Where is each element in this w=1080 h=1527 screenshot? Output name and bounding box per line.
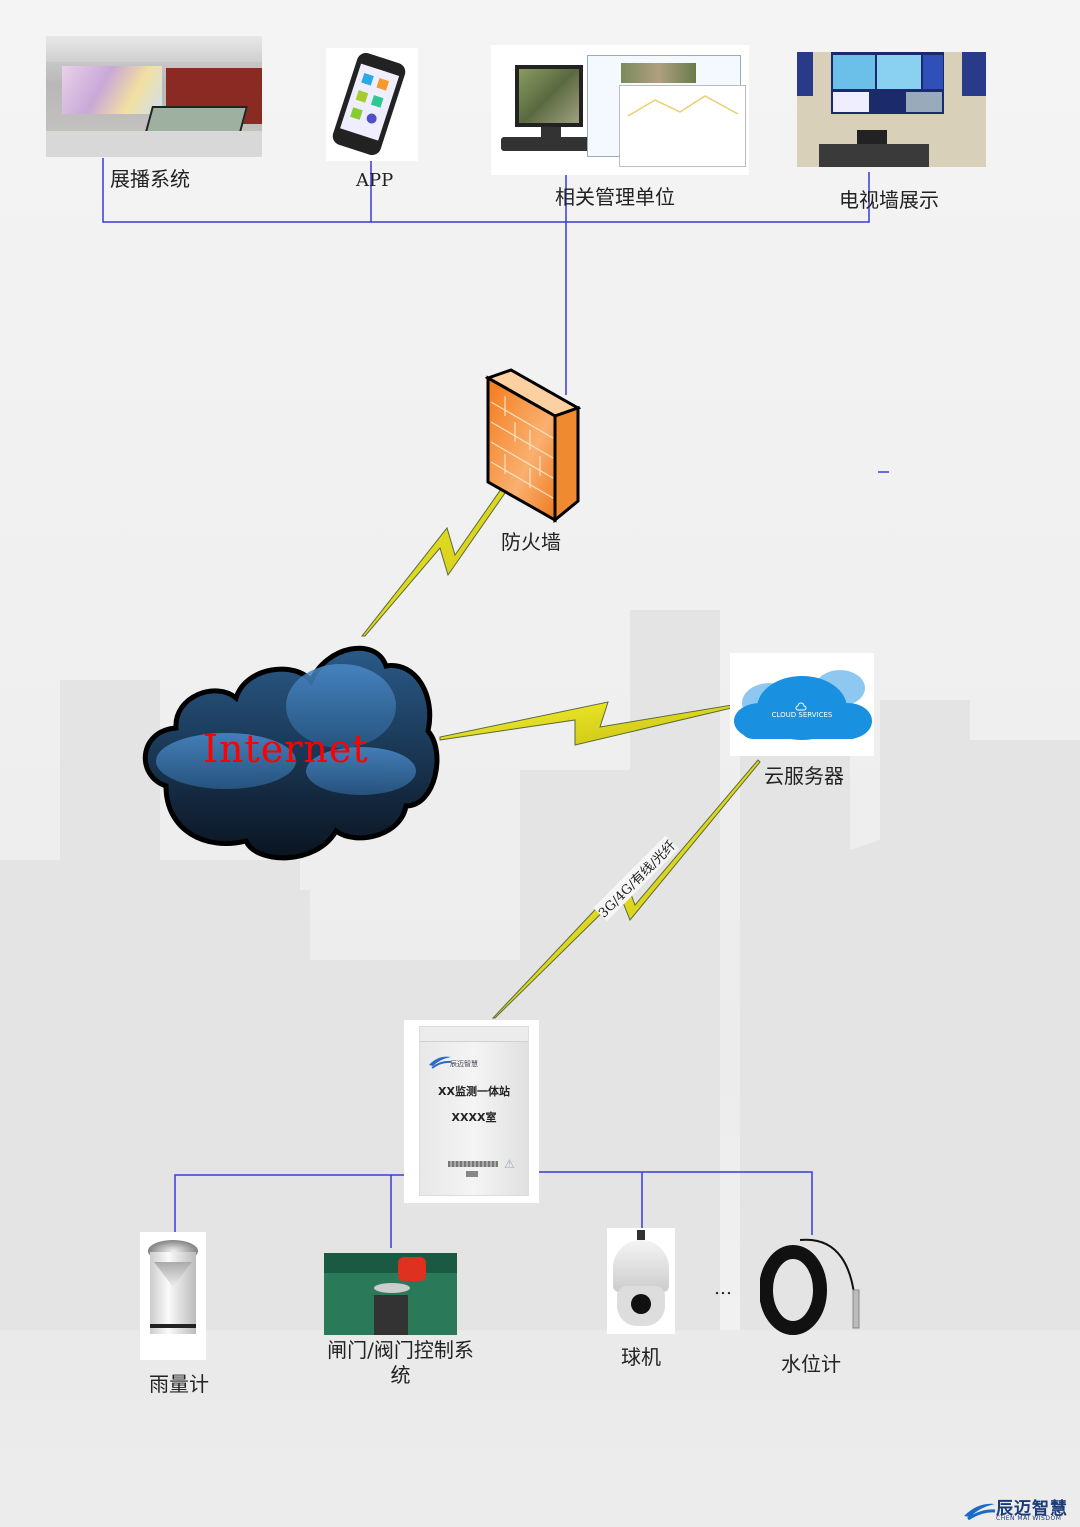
app-label: APP — [356, 170, 394, 191]
station-logo-icon — [429, 1056, 452, 1069]
station-room: XXXX室 — [451, 1111, 497, 1124]
logo-cn: 辰迈智慧 — [996, 1499, 1068, 1519]
station-title: XX监测一体站 — [438, 1085, 510, 1098]
internet-label: Internet — [203, 727, 369, 771]
internet-cloud-icon — [142, 645, 440, 861]
warning-icon: ⚠ — [504, 1157, 515, 1171]
water-level-image — [760, 1238, 860, 1335]
logo-en: CHEN MAI WISDOM — [996, 1515, 1062, 1522]
tv-wall-label: 电视墙展示 — [839, 188, 939, 212]
water-level-label: 水位计 — [781, 1352, 841, 1376]
management-units-label: 相关管理单位 — [555, 185, 675, 209]
management-units-image — [491, 45, 749, 175]
rain-gauge-label: 雨量计 — [149, 1372, 209, 1396]
gate-control-label: 闸门/阀门控制系统 — [327, 1338, 474, 1387]
logo-mark-icon — [964, 1503, 996, 1520]
cloud-server-label: 云服务器 — [764, 764, 844, 788]
dome-camera-label: 球机 — [621, 1345, 661, 1369]
display-system-label: 展播系统 — [110, 167, 190, 191]
station-brand: 辰迈智慧 — [450, 1060, 478, 1068]
app-image — [326, 48, 418, 161]
firewall-label: 防火墙 — [501, 530, 561, 554]
gate-control-image — [324, 1253, 457, 1335]
cloud-badge: CLOUD SERVICES — [772, 711, 833, 719]
monitoring-station: 辰迈智慧 XX监测一体站 XXXX室 ⚠ — [404, 1020, 539, 1203]
tv-wall-image — [797, 52, 986, 167]
firewall-icon — [485, 368, 581, 524]
ellipsis: … — [714, 1278, 732, 1299]
company-logo: 辰迈智慧 CHEN MAI WISDOM — [962, 1496, 1077, 1524]
cloud-services-image: CLOUD SERVICES — [730, 653, 874, 756]
bolt-internet-cloud — [439, 701, 741, 746]
display-system-image — [46, 36, 262, 157]
rain-gauge-image — [140, 1232, 206, 1360]
dome-camera-image — [607, 1228, 675, 1334]
